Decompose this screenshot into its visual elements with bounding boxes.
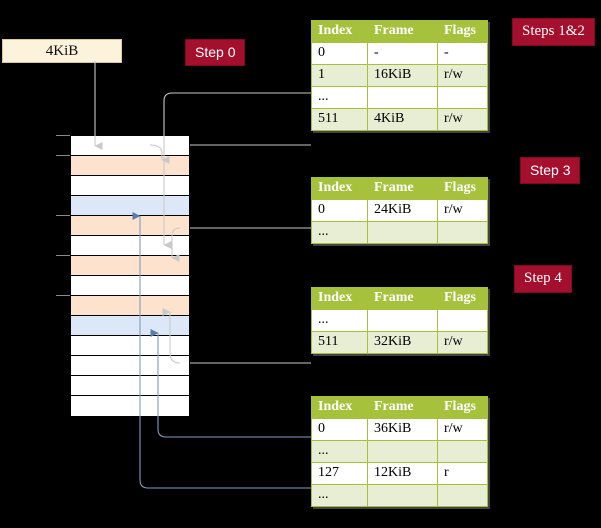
table-cell-flags: r/w <box>437 418 488 441</box>
table-cell-flags <box>437 86 488 109</box>
table-cell-flags: r <box>437 462 488 485</box>
table-cell-frame <box>367 221 438 244</box>
table-cell-flags: r/w <box>437 199 488 222</box>
memory-frame-row <box>71 316 189 336</box>
memory-frame-row <box>71 136 189 156</box>
column-header-index: Index <box>311 396 368 419</box>
step-badge-steps-1-2: Steps 1&2 <box>513 19 594 45</box>
column-header-flags: Flags <box>437 287 488 310</box>
column-header-flags: Flags <box>437 20 488 43</box>
table-cell-flags: - <box>437 42 488 65</box>
table-cell-index: 0 <box>311 42 368 65</box>
memory-frame-row <box>71 256 189 276</box>
table-cell-index: 127 <box>311 462 368 485</box>
table-cell-index: ... <box>311 221 368 244</box>
table-row: ... <box>311 309 488 332</box>
memory-frame-row <box>71 336 189 356</box>
virtual-page-box: 4KiB <box>2 39 122 63</box>
column-header-index: Index <box>311 287 368 310</box>
memory-frame-row <box>71 156 189 176</box>
table-cell-index: ... <box>311 440 368 463</box>
table-cell-index: 511 <box>311 331 368 354</box>
step-badge-step-4: Step 4 <box>515 266 571 292</box>
memory-frame-row <box>71 196 189 216</box>
memory-frame-row <box>71 276 189 296</box>
table-cell-frame: - <box>367 42 438 65</box>
memory-row-tick <box>56 135 70 136</box>
table-cell-flags <box>437 309 488 332</box>
table-row: ... <box>311 484 488 507</box>
memory-row-tick <box>56 155 70 156</box>
table-cell-flags: r/w <box>437 64 488 87</box>
memory-row-tick <box>56 255 70 256</box>
table-row: ... <box>311 86 488 109</box>
memory-frame-row <box>71 356 189 376</box>
table-cell-flags <box>437 484 488 507</box>
column-header-index: Index <box>311 177 368 200</box>
column-header-flags: Flags <box>437 177 488 200</box>
memory-frame-row <box>71 176 189 196</box>
table-cell-frame: 24KiB <box>367 199 438 222</box>
table-cell-frame <box>367 309 438 332</box>
step-badge-step-3: Step 3 <box>521 158 580 183</box>
table-row: 0-- <box>311 42 488 65</box>
column-header-index: Index <box>311 20 368 43</box>
table-cell-flags <box>437 221 488 244</box>
column-header-frame: Frame <box>367 20 438 43</box>
memory-row-tick <box>56 215 70 216</box>
table-cell-frame <box>367 484 438 507</box>
table-cell-frame: 16KiB <box>367 64 438 87</box>
table-cell-frame <box>367 440 438 463</box>
table-cell-index: 511 <box>311 108 368 131</box>
column-header-frame: Frame <box>367 287 438 310</box>
table-cell-index: 0 <box>311 199 368 222</box>
table-row: ... <box>311 440 488 463</box>
column-header-flags: Flags <box>437 396 488 419</box>
table-cell-flags: r/w <box>437 108 488 131</box>
memory-row-tick <box>56 295 70 296</box>
table-cell-frame <box>367 86 438 109</box>
column-header-frame: Frame <box>367 177 438 200</box>
step-badge-step-0: Step 0 <box>186 40 245 65</box>
table-cell-flags <box>437 440 488 463</box>
memory-frame-row <box>71 236 189 256</box>
memory-frame-row <box>71 396 189 416</box>
physical-memory-column <box>70 135 190 416</box>
memory-frame-row <box>71 216 189 236</box>
column-header-frame: Frame <box>367 396 438 419</box>
table-cell-index: ... <box>311 86 368 109</box>
memory-frame-row <box>71 376 189 396</box>
memory-frame-row <box>71 296 189 316</box>
table-cell-frame: 32KiB <box>367 331 438 354</box>
table-cell-flags: r/w <box>437 331 488 354</box>
table-cell-index: ... <box>311 309 368 332</box>
table-cell-index: 0 <box>311 418 368 441</box>
table-row: ... <box>311 221 488 244</box>
table-cell-frame: 12KiB <box>367 462 438 485</box>
table-cell-frame: 4KiB <box>367 108 438 131</box>
table-cell-index: 1 <box>311 64 368 87</box>
table-cell-index: ... <box>311 484 368 507</box>
table-cell-frame: 36KiB <box>367 418 438 441</box>
